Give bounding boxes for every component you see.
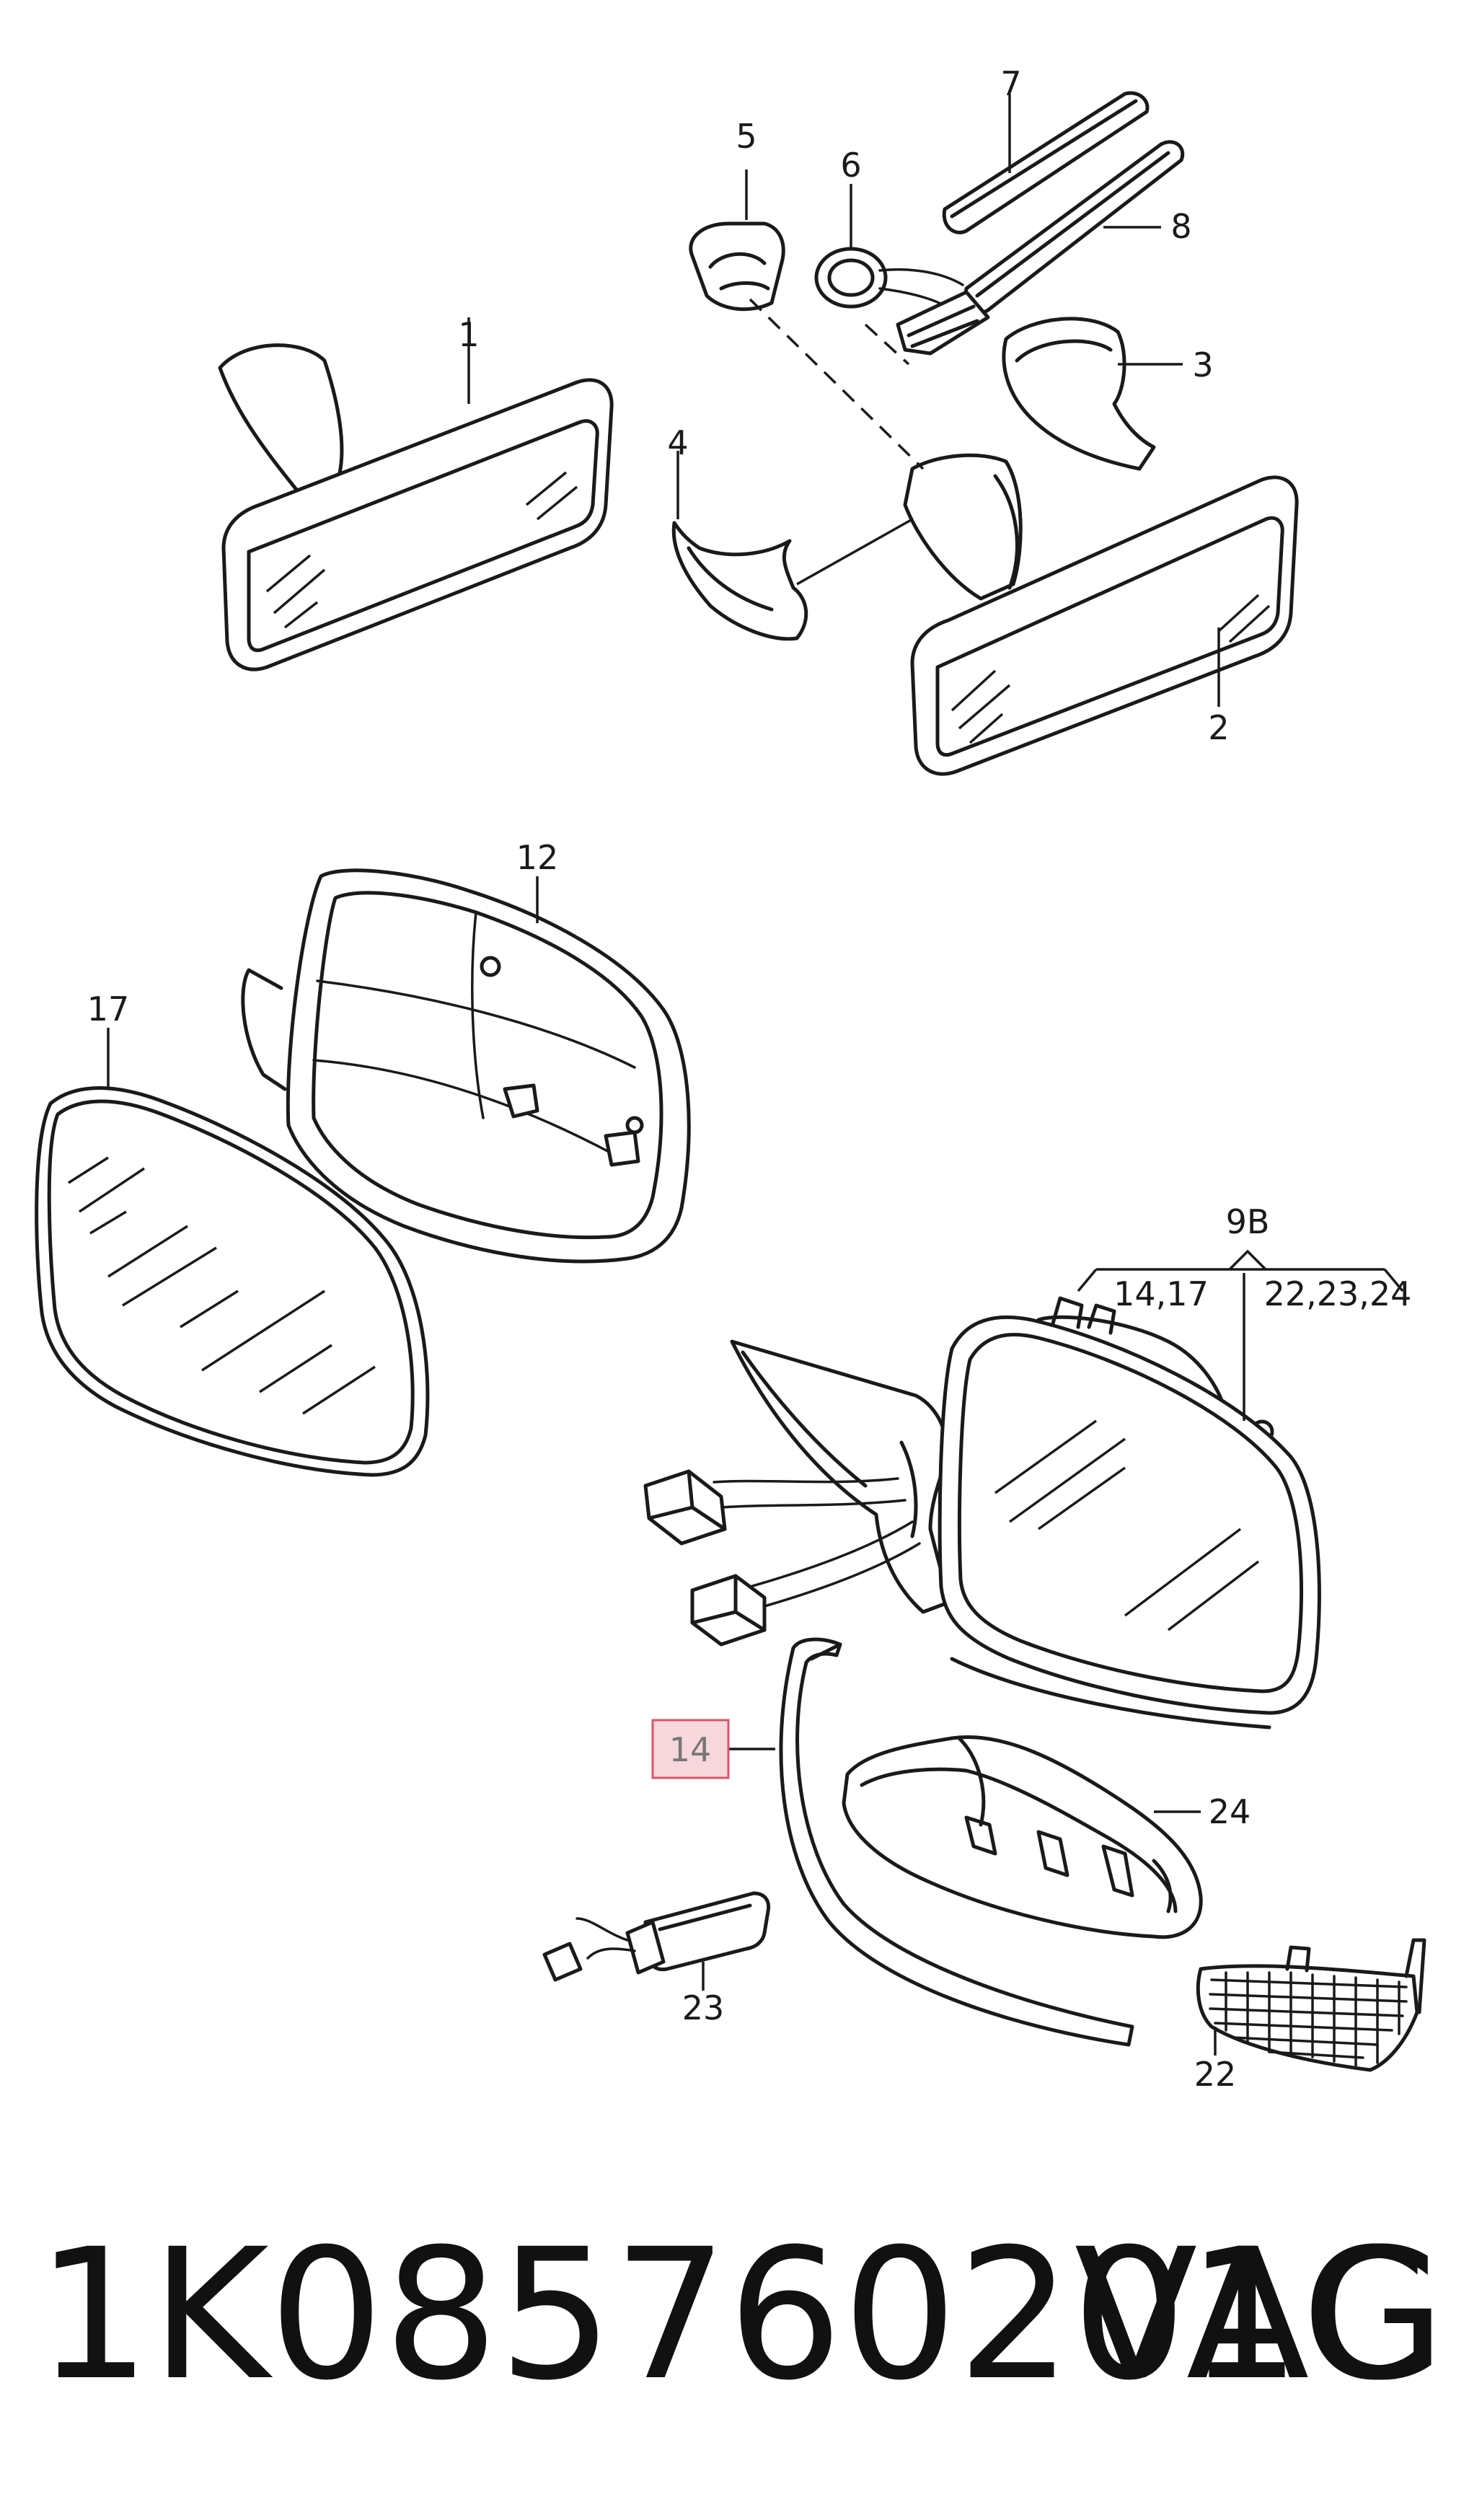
- callout-22: 22: [1194, 2055, 1237, 2094]
- part-14-seal-strip: [728, 1637, 1134, 2047]
- part-22-indicator-lens: [1196, 1938, 1426, 2072]
- callout-4: 4: [667, 423, 688, 462]
- part-3-mount-cover: [1002, 317, 1156, 471]
- callout-17: 17: [87, 990, 130, 1028]
- part-7-trim-strip: [942, 91, 1150, 234]
- callout-8: 8: [1170, 207, 1191, 246]
- part-2-rearview-mirror-with-mount: [903, 453, 1299, 776]
- top-group-leader-lines: [467, 94, 1220, 707]
- part-6-sensor: [814, 247, 888, 309]
- callout-3: 3: [1192, 345, 1213, 384]
- callout-23: 23: [682, 1988, 725, 2027]
- part-17-mirror-glass: [35, 1028, 430, 1477]
- assembly-9b-exterior-mirror: [643, 1249, 1404, 1730]
- footer-caption: 1K085760201C VAG: [0, 2207, 1482, 2423]
- callout-9b-right-group: 22,23,24: [1264, 1274, 1412, 1313]
- part-12-mirror-housing: [241, 868, 691, 1264]
- callout-1: 1: [458, 315, 479, 354]
- part-1-rearview-mirror: [218, 343, 614, 671]
- callout-24: 24: [1209, 1792, 1251, 1831]
- part-4-trim-clip: [671, 521, 808, 641]
- callout-9b: 9B: [1226, 1202, 1270, 1241]
- callout-7: 7: [1000, 64, 1021, 103]
- callout-6: 6: [840, 146, 861, 185]
- callout-9b-left-group: 14,17: [1113, 1274, 1209, 1313]
- callout-14-highlight: [651, 1719, 730, 1779]
- callout-5: 5: [736, 117, 757, 156]
- part-24-mirror-cap: [842, 1735, 1203, 1939]
- part-8-cover-strip-wiring: [878, 140, 1185, 356]
- part-number-text: 1K085760201C: [36, 2210, 1428, 2420]
- brand-text: VAG: [1074, 2210, 1446, 2420]
- callout-labels: 1 2 3 4 5 6 7 8 12 17 9B 14,17 22,23,24 …: [87, 64, 1412, 2094]
- callout-12: 12: [516, 838, 559, 877]
- callout-14: 14: [669, 1730, 712, 1769]
- lens-grid-pattern: [1209, 1971, 1408, 2067]
- part-23-lamp-with-lead: [542, 1891, 771, 1991]
- part-5-mount-bracket: [689, 221, 785, 312]
- callout-2: 2: [1208, 708, 1229, 747]
